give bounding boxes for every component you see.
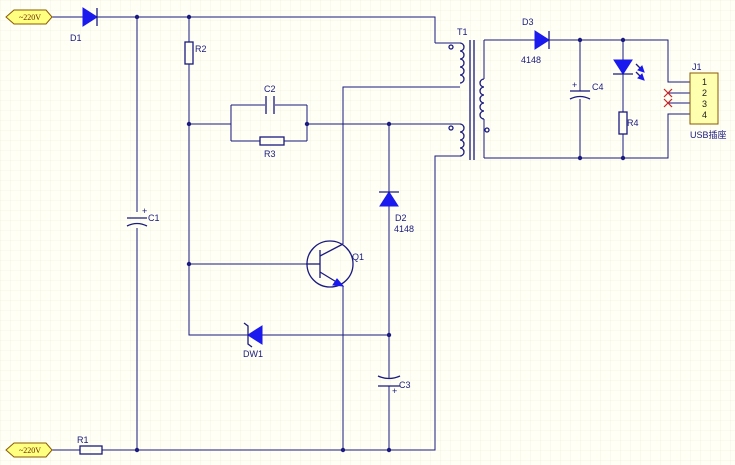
resistor-r1: R1: [77, 435, 103, 455]
diode-d1: D1: [70, 7, 98, 43]
svg-text:D3: D3: [522, 17, 534, 27]
svg-text:+: +: [572, 80, 577, 90]
capacitor-c1: + C1: [126, 206, 160, 227]
svg-text:4: 4: [702, 110, 707, 120]
power-port-top: ~220V: [5, 9, 53, 25]
svg-text:R4: R4: [627, 118, 639, 128]
svg-text:+: +: [142, 206, 147, 216]
svg-text:C1: C1: [148, 213, 160, 223]
diode-d3: D3 4148: [521, 17, 550, 65]
capacitor-c4: + C4: [569, 80, 604, 100]
svg-text:USB插座: USB插座: [690, 129, 727, 140]
svg-text:DW1: DW1: [243, 349, 263, 359]
resistor-r4: R4: [618, 111, 639, 135]
svg-text:+: +: [392, 386, 397, 396]
junction-dots: [134, 14, 626, 453]
svg-text:1: 1: [702, 77, 707, 87]
svg-text:D1: D1: [70, 33, 82, 43]
svg-text:C2: C2: [264, 84, 276, 94]
svg-text:C3: C3: [399, 380, 411, 390]
capacitor-c3: + C3: [377, 375, 411, 396]
diode-d2: D2 4148: [379, 191, 414, 234]
svg-text:D2: D2: [395, 213, 407, 223]
svg-text:C4: C4: [592, 82, 604, 92]
svg-text:2: 2: [702, 88, 707, 98]
svg-text:4148: 4148: [394, 224, 414, 234]
svg-text:4148: 4148: [521, 55, 541, 65]
svg-text:R1: R1: [77, 435, 89, 445]
capacitor-c2: C2: [264, 84, 276, 114]
svg-text:~220V: ~220V: [19, 446, 41, 455]
transistor-q1: Q1: [306, 240, 364, 288]
svg-text:J1: J1: [692, 62, 702, 72]
resistor-r2: R2: [184, 41, 207, 65]
resistor-r3: R3: [259, 136, 285, 159]
zener-dw1: DW1: [243, 322, 263, 359]
power-port-bottom: ~220V: [5, 442, 53, 458]
transformer-t1: T1: [448, 27, 490, 160]
svg-text:Q1: Q1: [352, 252, 364, 262]
wires: [52, 16, 690, 451]
usb-connector-j1: J1 1 2 3 4 USB插座: [663, 62, 727, 140]
svg-text:~220V: ~220V: [19, 13, 41, 22]
led-indicator: [613, 59, 645, 81]
svg-text:T1: T1: [457, 27, 468, 37]
svg-text:R2: R2: [195, 44, 207, 54]
svg-text:3: 3: [702, 99, 707, 109]
svg-text:R3: R3: [264, 149, 276, 159]
